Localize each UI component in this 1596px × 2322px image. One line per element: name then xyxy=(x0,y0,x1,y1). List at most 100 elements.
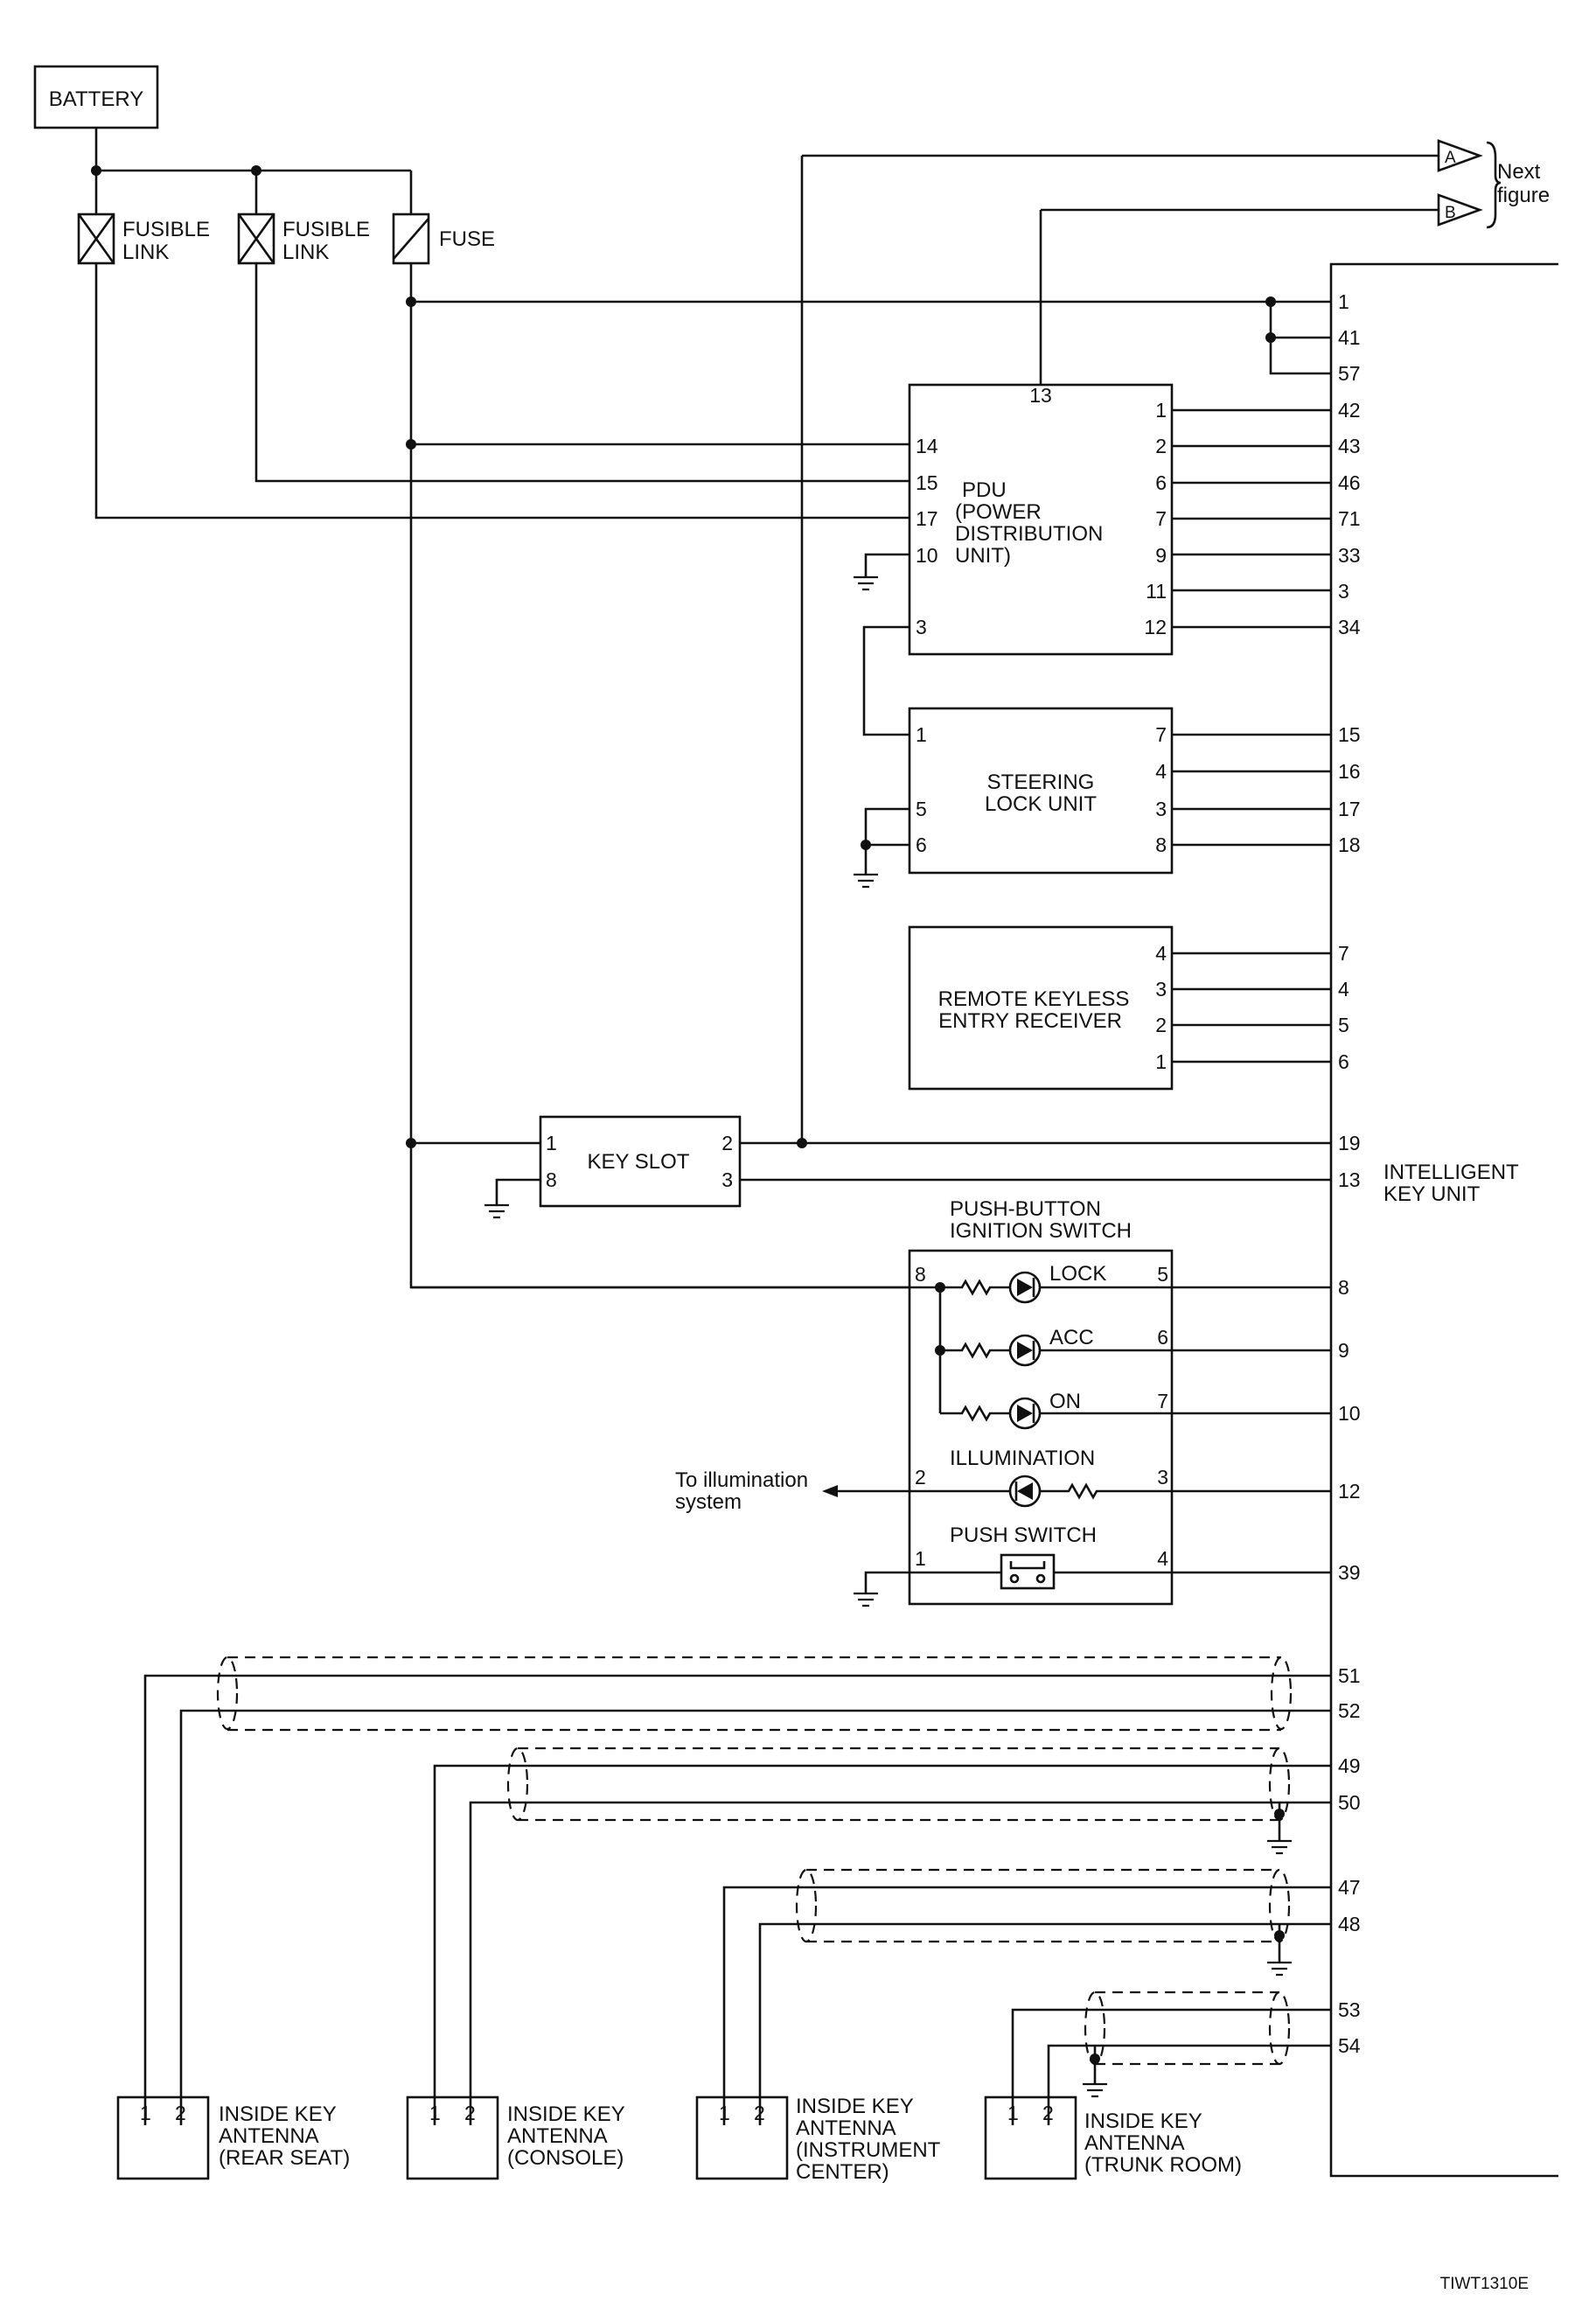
iku-pin-10: 10 xyxy=(1338,1402,1361,1425)
key-slot-pin-8: 8 xyxy=(546,1168,557,1191)
iku-pin-41: 41 xyxy=(1338,326,1361,349)
pdu-pin-3: 3 xyxy=(916,616,927,638)
iku-pin-12: 12 xyxy=(1338,1480,1361,1503)
steering-lock-pin-r4: 4 xyxy=(1155,760,1167,783)
shield-console xyxy=(506,1747,1292,1855)
iku-pin-43: 43 xyxy=(1338,435,1361,457)
steering-lock-label-2: LOCK UNIT xyxy=(985,792,1097,816)
antenna-instrument-label-2: ANTENNA xyxy=(796,2116,896,2140)
iku-pin-8: 8 xyxy=(1338,1276,1349,1299)
antenna-rear-seat-label-2: ANTENNA xyxy=(219,2124,319,2148)
connector-a: A xyxy=(1437,139,1483,172)
on-label: ON xyxy=(1049,1390,1081,1413)
pdu-pin-r9: 9 xyxy=(1155,544,1167,567)
push-button-pin-1: 1 xyxy=(915,1547,926,1570)
push-button-pin-3: 3 xyxy=(1157,1466,1168,1489)
push-button-pin-5: 5 xyxy=(1157,1263,1168,1286)
antenna-rear-seat-label-1: INSIDE KEY xyxy=(219,2102,337,2126)
pdu-pin-r12: 12 xyxy=(1144,616,1167,638)
illumination-note-1: To illumination xyxy=(675,1468,808,1492)
illumination-note: To illumination system xyxy=(675,1468,808,1514)
iku-label-2: KEY UNIT xyxy=(1383,1182,1481,1206)
led-lock xyxy=(940,1271,1331,1304)
pdu-pin-10: 10 xyxy=(916,544,938,567)
pdu-pin-r6: 6 xyxy=(1155,471,1167,494)
iku-pin-47: 47 xyxy=(1338,1876,1361,1899)
antenna-trunk-pin-2: 2 xyxy=(1042,2102,1054,2124)
antenna-trunk-room: 1 2 INSIDE KEY ANTENNA (TRUNK ROOM) xyxy=(984,2095,1242,2180)
iku-pin-46: 46 xyxy=(1338,471,1361,494)
push-button-pin-2: 2 xyxy=(915,1466,926,1489)
iku-pin-51: 51 xyxy=(1338,1664,1361,1687)
antenna-rear-seat: 1 2 INSIDE KEY ANTENNA (REAR SEAT) xyxy=(116,2095,350,2180)
connector-b: B xyxy=(1437,193,1483,227)
push-button-title-2: IGNITION SWITCH xyxy=(950,1219,1132,1243)
connector-a-label: A xyxy=(1445,149,1456,167)
iku-label-1: INTELLIGENT xyxy=(1383,1161,1519,1184)
pdu-pin-13: 13 xyxy=(1029,384,1052,407)
key-slot-label: KEY SLOT xyxy=(588,1150,690,1174)
fuse: FUSE xyxy=(392,213,495,265)
iku-pin-19: 19 xyxy=(1338,1132,1361,1154)
steering-lock-pin-1: 1 xyxy=(916,723,927,746)
iku-pin-9: 9 xyxy=(1338,1339,1349,1362)
steering-lock-pin-6: 6 xyxy=(916,833,927,856)
iku-pin-34: 34 xyxy=(1338,616,1361,638)
iku-pin-33: 33 xyxy=(1338,544,1361,567)
rke-receiver-label-2: ENTRY RECEIVER xyxy=(938,1009,1122,1033)
pdu-pin-r7: 7 xyxy=(1155,507,1167,530)
antenna-instrument-center: 1 2 INSIDE KEY ANTENNA (INSTRUMENT CENTE… xyxy=(695,2095,941,2184)
antenna-console: 1 2 INSIDE KEY ANTENNA (CONSOLE) xyxy=(406,2095,625,2180)
pdu-label-2: (POWER xyxy=(955,500,1042,524)
rke-pin-4: 4 xyxy=(1155,942,1167,965)
pdu-label-3: DISTRIBUTION xyxy=(955,522,1103,546)
push-switch-label: PUSH SWITCH xyxy=(950,1524,1097,1547)
antenna-trunk-label-3: (TRUNK ROOM) xyxy=(1084,2153,1242,2177)
steering-lock-pin-5: 5 xyxy=(916,798,927,820)
pdu-pin-r2: 2 xyxy=(1155,435,1167,457)
antenna-rear-seat-pin-1: 1 xyxy=(140,2102,151,2124)
steering-lock-pin-r8: 8 xyxy=(1155,833,1167,856)
antenna-console-label-1: INSIDE KEY xyxy=(507,2102,625,2126)
push-button-title-1: PUSH-BUTTON xyxy=(950,1197,1101,1221)
antenna-instrument-pin-2: 2 xyxy=(754,2102,765,2124)
antenna-instrument-pin-1: 1 xyxy=(719,2102,730,2124)
iku-pin-57: 57 xyxy=(1338,362,1361,385)
iku-pin-15: 15 xyxy=(1338,723,1361,746)
steering-lock-pin-r3: 3 xyxy=(1155,798,1167,820)
antenna-rear-seat-pin-2: 2 xyxy=(175,2102,186,2124)
antenna-instrument-label-1: INSIDE KEY xyxy=(796,2095,914,2118)
steering-lock-box: STEERING LOCK UNIT 1 5 6 7 4 3 8 xyxy=(908,707,1174,875)
led-on xyxy=(940,1397,1331,1430)
fuse-label: FUSE xyxy=(439,227,495,251)
next-figure-label-2: figure xyxy=(1497,184,1550,207)
pdu-pin-14: 14 xyxy=(916,435,938,457)
iku-pin-42: 42 xyxy=(1338,399,1361,422)
push-button-pin-6: 6 xyxy=(1157,1326,1168,1349)
intelligent-key-unit: INTELLIGENT KEY UNIT xyxy=(1329,262,1558,2178)
pdu-box: PDU (POWER DISTRIBUTION UNIT) 13 14 15 1… xyxy=(908,383,1174,656)
battery: BATTERY xyxy=(33,65,159,129)
iku-pin-71: 71 xyxy=(1338,507,1361,530)
push-switch xyxy=(910,1553,1331,1590)
iku-pin-52: 52 xyxy=(1338,1699,1361,1722)
diagram-code: TIWT1310E xyxy=(1440,2275,1529,2293)
key-slot-box: KEY SLOT 1 8 2 3 xyxy=(539,1115,742,1208)
next-figure-label-1: Next xyxy=(1497,160,1541,184)
fusible-link-1: FUSIBLE LINK xyxy=(77,213,210,265)
antenna-console-label-3: (CONSOLE) xyxy=(507,2146,624,2170)
antenna-console-label-2: ANTENNA xyxy=(507,2124,608,2148)
pdu-pin-r1: 1 xyxy=(1155,399,1167,422)
led-illumination xyxy=(910,1475,1331,1508)
antenna-rear-seat-label-3: (REAR SEAT) xyxy=(219,2146,350,2170)
antenna-instrument-label-4: CENTER) xyxy=(796,2160,889,2184)
iku-pin-48: 48 xyxy=(1338,1913,1361,1935)
iku-pin-3: 3 xyxy=(1338,580,1349,603)
iku-pin-18: 18 xyxy=(1338,833,1361,856)
fusible-link-1-label-2: LINK xyxy=(122,241,169,264)
connector-b-label: B xyxy=(1445,204,1456,222)
iku-pin-6: 6 xyxy=(1338,1050,1349,1073)
iku-pin-16: 16 xyxy=(1338,760,1361,783)
iku-pin-5: 5 xyxy=(1338,1014,1349,1036)
